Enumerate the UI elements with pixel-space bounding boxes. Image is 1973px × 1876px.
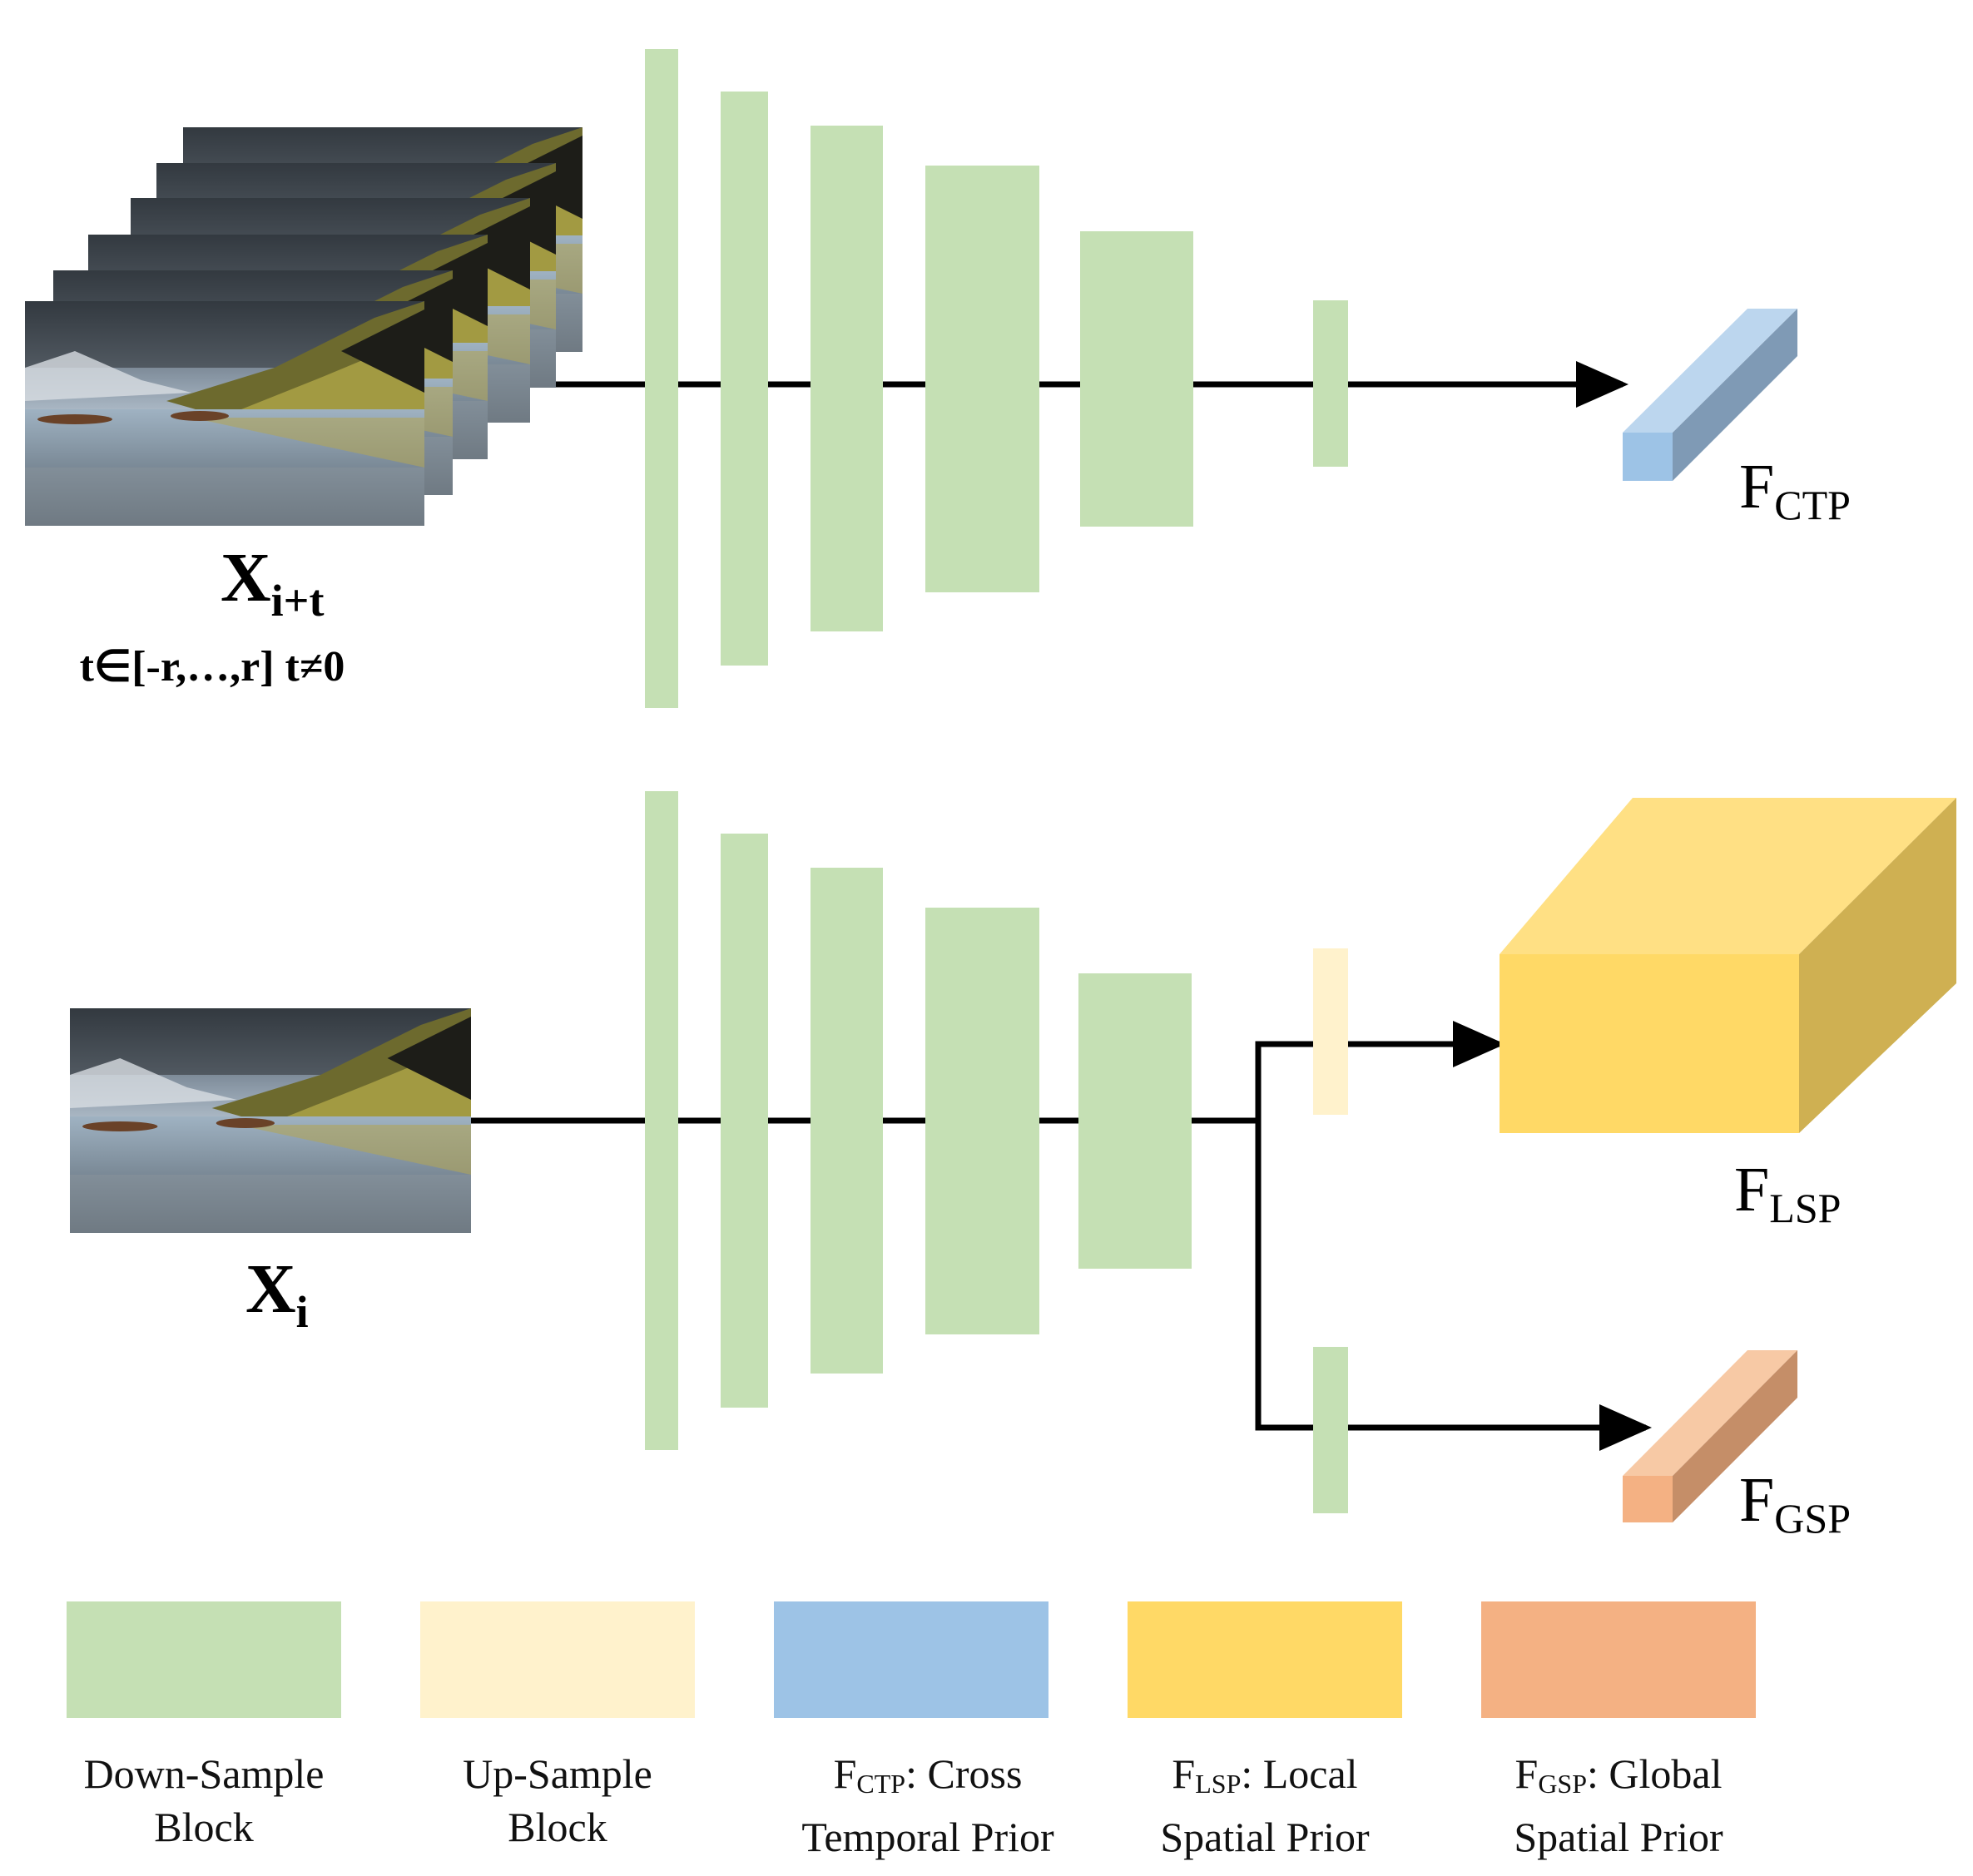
lsp-cube-front xyxy=(1500,954,1799,1133)
down-sample-block xyxy=(1078,973,1192,1269)
down-sample-block xyxy=(811,868,883,1374)
legend-swatch-ctp xyxy=(774,1601,1048,1718)
legend-label-lsp: FLSP: Local Spatial Prior xyxy=(1160,1750,1370,1860)
bottom-input-label: Xi xyxy=(245,1250,309,1337)
input-frame-stack xyxy=(25,127,582,526)
legend-label-ctp: FCTP: Cross Temporal Prior xyxy=(801,1750,1054,1860)
bottom-branch: Xi FLSP FGSP xyxy=(70,791,1956,1542)
bottom-down-sample-blocks xyxy=(645,791,1348,1513)
ctp-output-label: FCTP xyxy=(1739,452,1851,528)
up-sample-block xyxy=(1313,948,1348,1115)
top-down-sample-blocks xyxy=(645,49,1348,708)
local-branch-arrow xyxy=(1255,1021,1505,1121)
down-sample-block xyxy=(645,49,678,708)
down-sample-block xyxy=(811,126,883,631)
down-sample-block xyxy=(645,791,678,1450)
top-branch: Xi+t t∈[-r,…,r] t≠0 FCTP xyxy=(25,49,1851,708)
down-sample-block xyxy=(925,908,1039,1334)
down-sample-block xyxy=(721,92,768,666)
gsp-feature-bar xyxy=(1623,1350,1797,1522)
top-input-range: t∈[-r,…,r] t≠0 xyxy=(80,643,345,691)
legend-label-up-sample: Up-Sample Block xyxy=(463,1750,652,1850)
frame-image-1 xyxy=(25,301,424,526)
legend-label-down-sample: Down-Sample Block xyxy=(83,1750,325,1850)
global-branch-arrow xyxy=(1255,1121,1652,1451)
ctp-bar-side xyxy=(1673,309,1797,481)
lsp-output-label: FLSP xyxy=(1734,1155,1841,1231)
lsp-feature-cube xyxy=(1500,798,1956,1133)
down-sample-block xyxy=(925,166,1039,592)
legend-swatch-down-sample xyxy=(67,1601,341,1718)
ctp-feature-bar xyxy=(1623,309,1797,481)
top-input-label: Xi+t xyxy=(221,539,324,626)
gsp-output-label: FGSP xyxy=(1739,1465,1851,1542)
ctp-bar-top xyxy=(1623,309,1797,433)
legend-label-gsp: FGSP: Global Spatial Prior xyxy=(1514,1750,1723,1860)
down-sample-block xyxy=(1313,300,1348,467)
input-frame-image xyxy=(70,1008,471,1233)
gsp-bar-top xyxy=(1623,1350,1797,1476)
legend-swatches xyxy=(67,1601,1756,1718)
global-down-sample-block xyxy=(1313,1347,1348,1513)
lsp-cube-side xyxy=(1799,798,1956,1133)
legend-swatch-up-sample xyxy=(420,1601,695,1718)
gsp-bar-side xyxy=(1673,1350,1797,1522)
down-sample-block xyxy=(721,834,768,1408)
lsp-cube-top xyxy=(1500,798,1956,954)
legend-swatch-lsp xyxy=(1128,1601,1402,1718)
down-sample-block xyxy=(1080,231,1193,527)
legend-swatch-gsp xyxy=(1481,1601,1756,1718)
ctp-bar-front xyxy=(1623,433,1673,481)
gsp-bar-front xyxy=(1623,1476,1673,1522)
